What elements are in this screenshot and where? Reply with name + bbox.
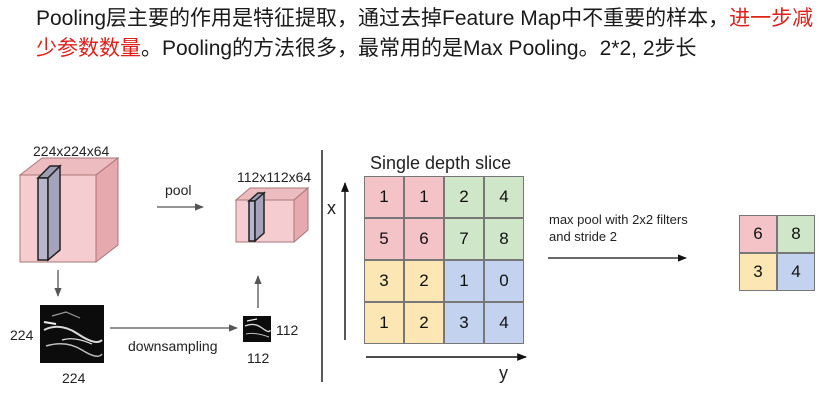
input-cell: 0 [484,260,524,302]
output-cell: 8 [777,215,815,253]
output-cell: 3 [739,253,777,291]
input-cell: 5 [364,218,404,260]
small-slice-width-label: 112 [247,350,269,366]
maxpool-caption-line1: max pool with 2x2 filters [549,212,688,228]
small-feature-map-image [243,316,271,342]
input-cell: 1 [364,176,404,218]
big-feature-map-image [40,305,104,363]
big-slice-height-label: 224 [10,327,33,343]
output-cell: 4 [777,253,815,291]
pool-label: pool [165,182,191,198]
x-axis-label: x [327,198,336,218]
small-volume-label: 112x112x64 [237,169,311,185]
input-cell: 2 [444,176,484,218]
input-cell: 7 [444,218,484,260]
big-volume-label: 224x224x64 [33,143,109,159]
input-cell: 3 [364,260,404,302]
y-axis-label: y [499,363,508,383]
input-cell: 2 [404,302,444,344]
input-cell: 1 [364,302,404,344]
output-matrix: 6 8 3 4 [739,215,815,291]
input-cell: 4 [484,176,524,218]
downsampling-label: downsampling [128,338,218,354]
input-cell: 2 [404,260,444,302]
input-cell: 1 [404,176,444,218]
slice-title: Single depth slice [370,153,511,173]
maxpool-caption-line2: and stride 2 [549,229,617,245]
input-matrix: 1 1 2 4 5 6 7 8 3 2 1 0 1 2 3 4 [364,176,524,344]
input-cell: 8 [484,218,524,260]
input-cell: 3 [444,302,484,344]
small-slice-height-label: 112 [276,322,298,338]
input-cell: 4 [484,302,524,344]
big-slice-width-label: 224 [62,370,85,386]
input-cell: 6 [404,218,444,260]
input-cell: 1 [444,260,484,302]
big-volume [20,158,118,262]
small-volume [236,188,308,242]
output-cell: 6 [739,215,777,253]
